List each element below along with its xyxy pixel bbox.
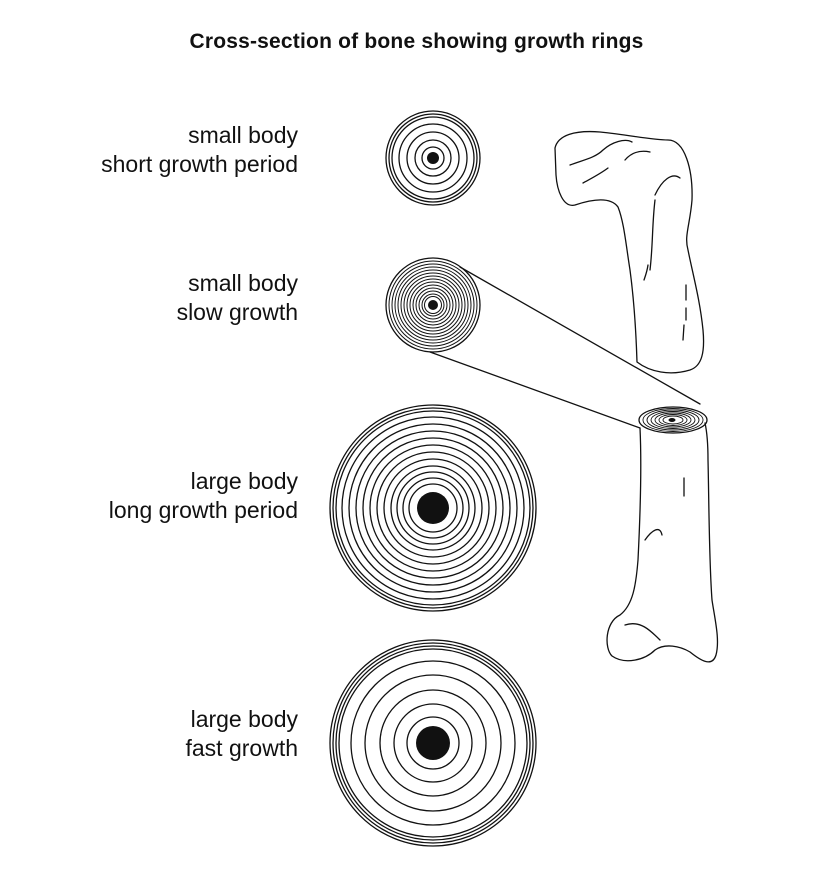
label-short-growth-period: small body short growth period [101, 121, 298, 179]
label-line-2: long growth period [108, 497, 298, 523]
cross-section-fast-growth [329, 639, 537, 847]
cross-section-short-growth-period [385, 110, 481, 206]
label-line-2: fast growth [185, 735, 299, 761]
label-line-1: small body [188, 270, 298, 296]
lower-bone-icon [606, 406, 719, 663]
label-line-1: large body [190, 706, 298, 732]
label-line-2: short growth period [101, 151, 298, 177]
projection-lines [429, 266, 701, 429]
diagram-title: Cross-section of bone showing growth rin… [189, 30, 644, 53]
label-fast-growth: large body fast growth [186, 705, 299, 763]
bone-cut-face-rings [638, 406, 708, 434]
label-line-1: large body [190, 468, 298, 494]
cross-section-slow-growth [385, 257, 481, 353]
label-line-1: small body [188, 122, 298, 148]
label-slow-growth: small body slow growth [177, 269, 298, 327]
upper-bone-icon [554, 130, 705, 374]
label-long-growth-period: large body long growth period [109, 467, 298, 525]
label-line-2: slow growth [176, 299, 298, 325]
cross-section-long-growth-period [329, 404, 537, 612]
